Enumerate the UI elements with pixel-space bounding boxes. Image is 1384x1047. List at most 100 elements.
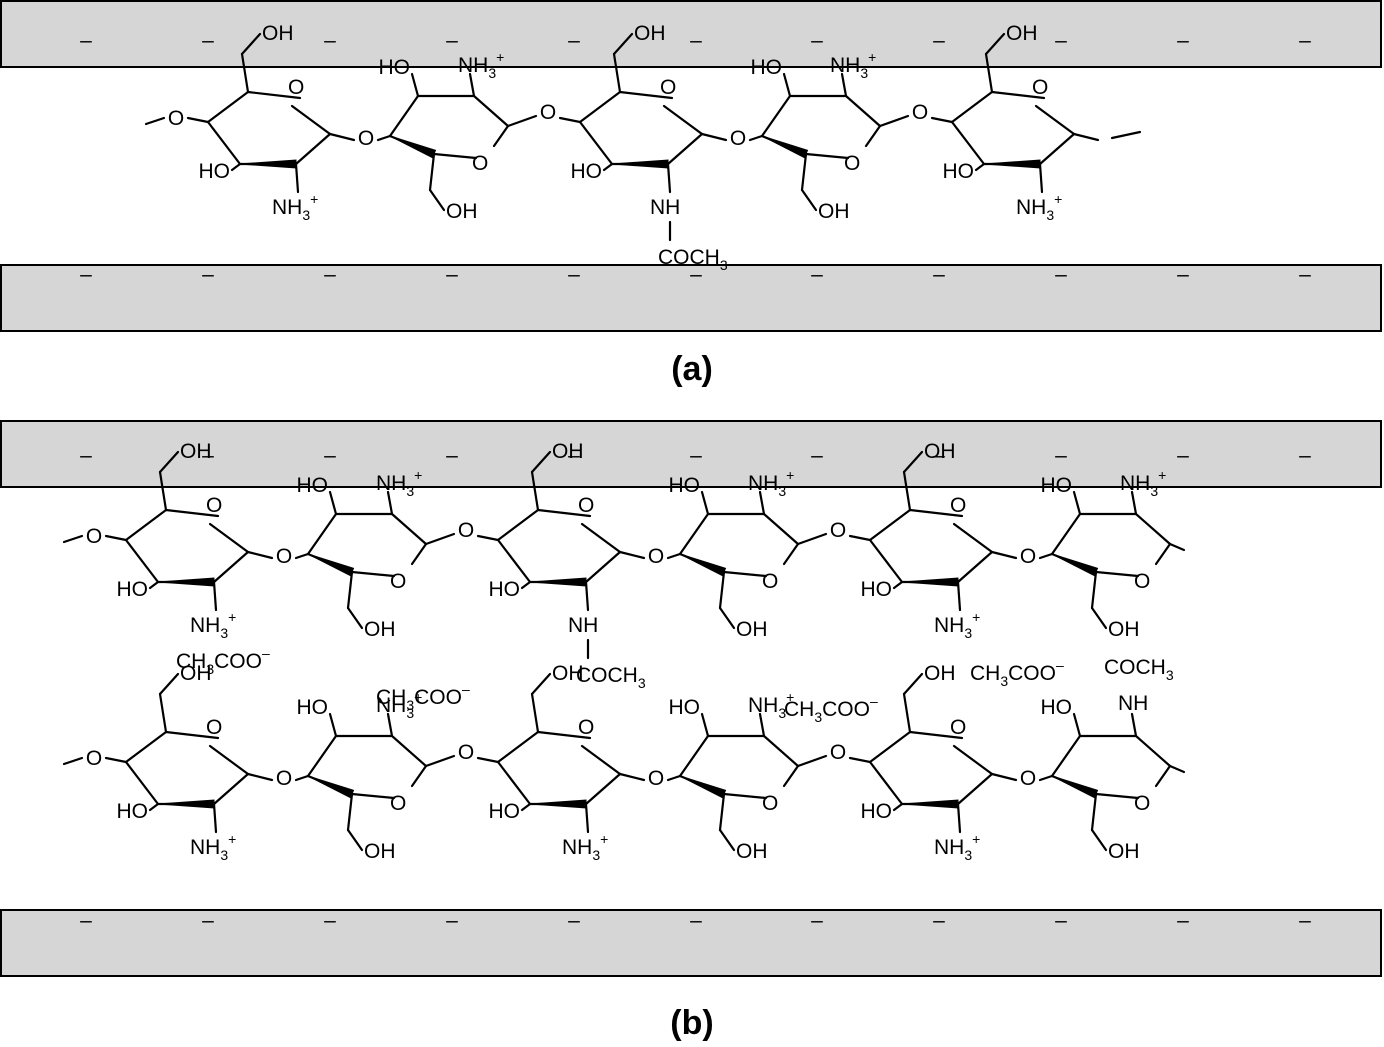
plate-charge: – [568,29,580,52]
bond [1090,792,1098,832]
plate-charge: – [202,263,214,286]
c3-hydroxyl: HO [571,160,603,183]
bond [158,470,168,512]
c3-hydroxyl: HO [199,160,231,183]
c3-hydroxyl: HO [489,800,521,823]
acetate-ion: CH3COO– [970,657,1064,689]
ch2oh-hydroxyl: OH [634,22,666,45]
c3-hydroxyl: HO [1041,474,1073,497]
ring-oxygen: O [472,152,488,175]
bond [990,772,1018,782]
glycosidic-oxygen: O [648,545,664,568]
bond [328,490,338,516]
glycosidic-oxygen: O [830,519,846,542]
bond [346,606,364,630]
ch2oh-hydroxyl: OH [924,440,956,463]
bond [158,450,180,474]
plate-charge: – [1177,444,1189,467]
acetamido-nh: NH [650,196,680,219]
plate-charges: ––––––––––––––––––––––––––––––––––––––––… [80,29,1311,932]
ammonium-group: NH3+ [562,831,608,863]
ring-bond [306,512,428,556]
plate-charge: – [1299,29,1311,52]
bond [758,490,766,516]
plate-charge: – [933,263,945,286]
c3-hydroxyl: HO [117,800,149,823]
bond [930,116,954,124]
wedge-bond [983,159,1041,169]
ring-bond [492,124,510,148]
bond [468,72,476,98]
bond [428,188,446,212]
ring-oxygen: O [762,792,778,815]
ch2oh-hydroxyl: OH [924,662,956,685]
plate-charge: – [324,444,336,467]
acetate-ion: CH3COO– [784,693,878,725]
ring-bond [760,94,882,138]
bond [796,532,828,546]
c3-hydroxyl: HO [297,696,329,719]
bond [346,792,354,832]
plate-charge: – [811,444,823,467]
ring-oxygen: O [206,494,222,517]
ammonium-group: NH3+ [934,609,980,641]
ring-bond [1154,542,1172,566]
bond [186,116,210,124]
plate-charge: – [933,909,945,932]
bond [246,550,274,560]
bond [700,132,728,142]
wedge-bond [307,775,355,799]
negative-plate-b-top [0,420,1382,488]
ring-bond [496,730,622,806]
bond [158,692,168,734]
bond [1168,542,1186,552]
ammonium-group: NH3+ [376,689,422,721]
bond [848,534,872,542]
bond [1090,570,1098,610]
ch2oh-hydroxyl: OH [1108,618,1140,641]
ch2oh-hydroxyl: OH [552,440,584,463]
wedge-bond [679,775,727,799]
ch2oh-hydroxyl: OH [1006,22,1038,45]
plate-charge: – [1177,29,1189,52]
glycosidic-oxygen: O [1020,767,1036,790]
ring-bond [410,764,428,788]
glycosidic-oxygen: O [358,127,374,150]
ring-bond [1050,734,1172,778]
ring-bond [206,90,332,166]
bond [410,72,420,98]
c3-hydroxyl: HO [861,578,893,601]
plate-charge: – [933,444,945,467]
glycosidic-oxygen: O [830,741,846,764]
plate-charge: – [324,29,336,52]
ammonium-group: NH3+ [748,467,794,499]
bond [584,802,590,834]
acetyl-group: COCH3 [658,246,728,273]
glycosidic-oxygen: O [540,101,556,124]
wedge-bond [157,799,215,809]
wedge-bond [307,553,355,577]
plate-charge: – [1299,444,1311,467]
plate-charge: – [568,263,580,286]
wedge-bond [157,577,215,587]
glycosidic-oxygen: O [276,545,292,568]
c3-hydroxyl: HO [751,56,783,79]
glycosidic-oxygen: O [648,767,664,790]
bond [1168,764,1186,774]
ammonium-group: NH3+ [748,689,794,721]
bond [212,802,218,834]
bond [506,114,538,128]
acetate-counterions: CH3COO–CH3COO–CH3COO–CH3COO– [176,645,1064,725]
bond [718,828,736,852]
ring-bond [782,542,800,566]
bond [662,104,704,136]
bond [386,490,394,516]
